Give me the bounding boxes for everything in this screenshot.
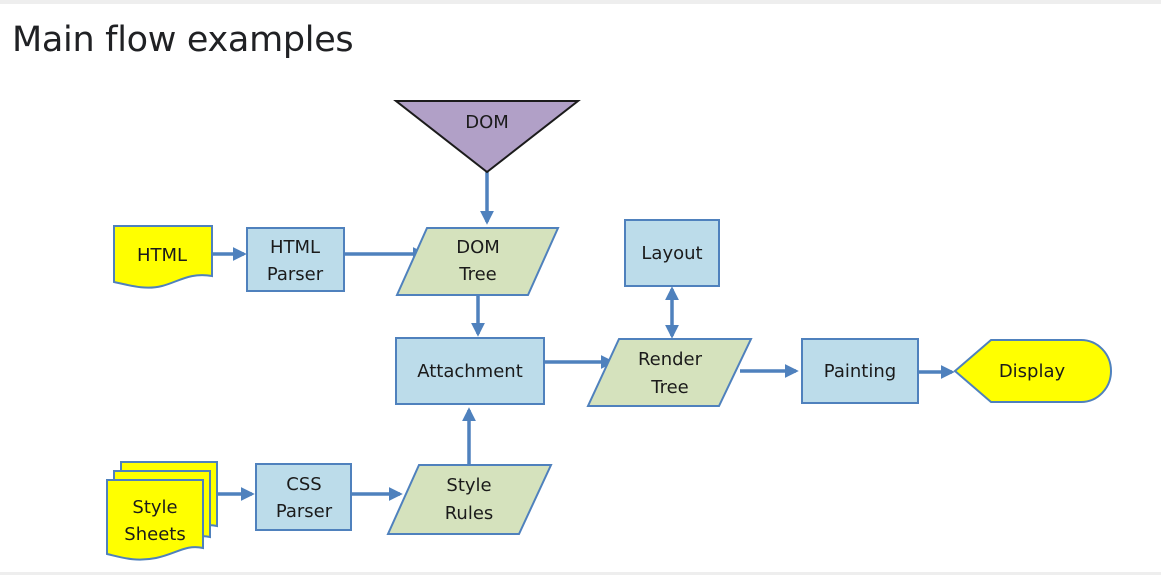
node-html-label: HTML [137, 245, 187, 266]
node-layout: Layout [624, 219, 720, 287]
node-layout-label: Layout [641, 243, 702, 264]
node-attachment: Attachment [395, 337, 545, 405]
connectors [213, 172, 955, 501]
node-render-tree-label-2: Tree [650, 377, 689, 398]
render-tree-shape [586, 338, 753, 407]
node-style-sheets-label-1: Style [132, 497, 177, 518]
display-shape [953, 339, 1112, 403]
node-html-parser: HTML Parser [246, 227, 345, 292]
node-style-rules-label-1: Style [446, 475, 491, 496]
node-html-parser-label-1: HTML [270, 237, 320, 258]
node-display: Display [953, 339, 1112, 403]
layout-box [624, 219, 720, 287]
style-rules-shape [386, 464, 553, 535]
css-parser-box [255, 463, 352, 531]
node-display-label: Display [999, 361, 1066, 382]
dom-triangle [393, 100, 581, 174]
node-css-parser-label-2: Parser [276, 501, 333, 522]
node-html: HTML [113, 225, 213, 289]
node-dom-tree-label-2: Tree [458, 264, 497, 285]
top-divider [0, 0, 1161, 4]
painting-box [801, 338, 919, 404]
attachment-box [395, 337, 545, 405]
html-document-shape [113, 225, 213, 289]
page-title: Main flow examples [12, 20, 354, 60]
node-dom-tree: DOM Tree [395, 227, 560, 296]
node-render-tree-label-1: Render [638, 349, 703, 370]
node-style-rules-label-2: Rules [445, 503, 494, 524]
dom-tree-shape [395, 227, 560, 296]
node-dom: DOM [393, 100, 581, 174]
node-dom-label: DOM [465, 112, 509, 133]
node-css-parser-label-1: CSS [286, 474, 321, 495]
node-painting: Painting [801, 338, 919, 404]
html-parser-box [246, 227, 345, 292]
node-style-sheets: Style Sheets [106, 461, 218, 561]
node-render-tree: Render Tree [586, 338, 753, 407]
node-html-parser-label-2: Parser [267, 264, 324, 285]
node-attachment-label: Attachment [417, 361, 523, 382]
node-dom-tree-label-1: DOM [456, 237, 500, 258]
node-painting-label: Painting [824, 361, 896, 382]
node-style-sheets-label-2: Sheets [124, 524, 185, 545]
node-css-parser: CSS Parser [255, 463, 352, 531]
node-style-rules: Style Rules [386, 464, 553, 535]
style-sheets-front-page [106, 479, 204, 561]
bottom-divider [0, 572, 1161, 575]
